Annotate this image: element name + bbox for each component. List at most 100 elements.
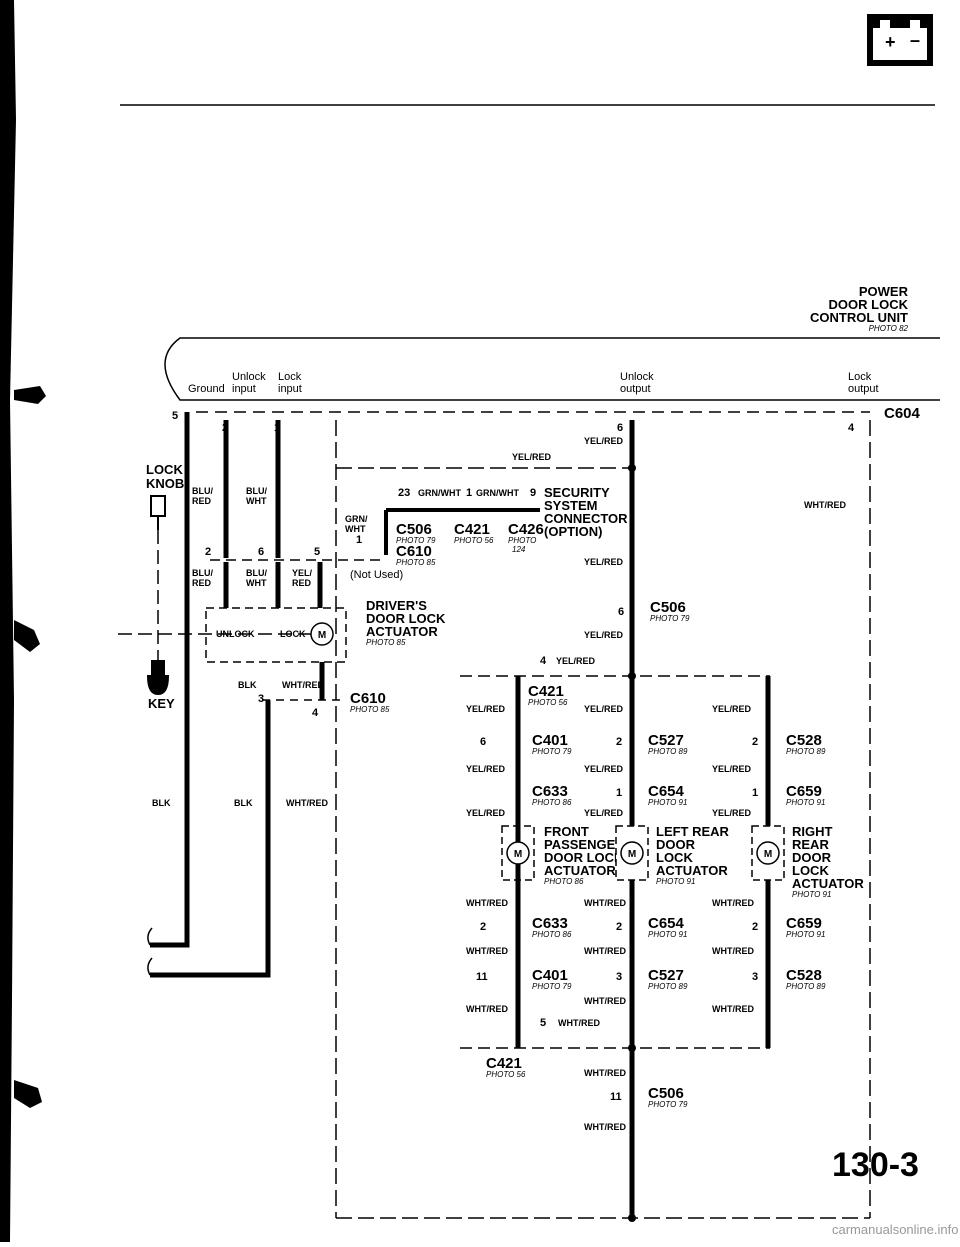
page-edge-notch bbox=[14, 1080, 42, 1108]
wire-color-label: WHT/RED bbox=[712, 898, 754, 908]
pin-number: 6 bbox=[617, 422, 623, 434]
splice-point bbox=[628, 464, 636, 472]
photo-ref: PHOTO 56 bbox=[528, 698, 568, 707]
pin-number: 4 bbox=[312, 707, 319, 719]
wire-color-label: WHT/RED bbox=[466, 946, 508, 956]
photo-ref: PHOTO 79 bbox=[396, 536, 436, 545]
control-unit-name: CONTROL UNIT bbox=[810, 310, 908, 325]
lock-knob-icon bbox=[150, 495, 166, 517]
control-unit-unlock-input-label: Unlock bbox=[232, 371, 266, 383]
photo-ref: PHOTO 91 bbox=[648, 930, 687, 939]
photo-ref: PHOTO 89 bbox=[786, 982, 826, 991]
wire-color-label: WHT/RED bbox=[712, 1004, 754, 1014]
page-edge-notch bbox=[14, 620, 40, 652]
connector-c421-label: C421 bbox=[454, 521, 490, 538]
connector-c654-label: C654 bbox=[648, 783, 685, 800]
pin-number: 2 bbox=[616, 736, 622, 748]
wire-color-label: YEL/RED bbox=[466, 704, 506, 714]
wire-color-label: GRN/ bbox=[345, 514, 368, 524]
control-unit-lock-output-label: output bbox=[848, 383, 879, 395]
pin-number: 3 bbox=[616, 971, 622, 983]
right-rear-actuator-label: ACTUATOR bbox=[792, 876, 864, 891]
photo-ref: PHOTO 91 bbox=[786, 930, 825, 939]
page-number: 130-3 bbox=[832, 1146, 919, 1184]
wire-color-label: GRN/WHT bbox=[418, 488, 461, 498]
connector-c527-label: C527 bbox=[648, 732, 684, 749]
wire-color-label: WHT/RED bbox=[584, 996, 626, 1006]
wire-color-label: YEL/RED bbox=[584, 704, 624, 714]
connector-c426-label: C426 bbox=[508, 521, 544, 538]
connector-c506-label: C506 bbox=[648, 1085, 684, 1102]
right-rear-actuator-label: LOCK bbox=[792, 863, 829, 878]
photo-ref: PHOTO 79 bbox=[532, 982, 572, 991]
connector-c528-label: C528 bbox=[786, 732, 822, 749]
wire-color-label: GRN/WHT bbox=[476, 488, 519, 498]
svg-text:–: – bbox=[910, 30, 920, 50]
wire-color-label: RED bbox=[192, 578, 212, 588]
pin-number: 3 bbox=[752, 971, 758, 983]
connector-c659-label: C659 bbox=[786, 783, 822, 800]
control-unit-unlock-output-label: Unlock bbox=[620, 371, 654, 383]
pin-number: 1 bbox=[752, 787, 758, 799]
splice-point bbox=[628, 672, 636, 680]
lock-knob-label: KNOB bbox=[146, 476, 184, 491]
connector-c527-label: C527 bbox=[648, 967, 684, 984]
left-rear-actuator-label: LOCK bbox=[656, 850, 693, 865]
connector-c659-label: C659 bbox=[786, 915, 822, 932]
control-unit-photo: PHOTO 82 bbox=[869, 324, 909, 333]
control-unit-lock-output-label: Lock bbox=[848, 371, 872, 383]
control-unit-unlock-output-label: output bbox=[620, 383, 651, 395]
pin-number: 6 bbox=[258, 546, 264, 558]
connector-c654-label: C654 bbox=[648, 915, 685, 932]
pin-number: 2 bbox=[480, 921, 486, 933]
page-edge-notch bbox=[14, 386, 46, 404]
ground-break-symbol bbox=[147, 927, 153, 946]
wire-color-label: BLK bbox=[238, 680, 257, 690]
wire-color-label: WHT bbox=[345, 524, 366, 534]
left-rear-actuator-label: DOOR bbox=[656, 837, 696, 852]
wire-color-label: WHT/RED bbox=[804, 500, 846, 510]
wire-color-label: BLU/ bbox=[246, 568, 267, 578]
front-pass-actuator-box bbox=[501, 825, 535, 881]
wire-color-label: BLK bbox=[152, 798, 171, 808]
security-label: SYSTEM bbox=[544, 498, 597, 513]
driver-actuator-label: DOOR LOCK bbox=[366, 611, 446, 626]
connector-c421-label: C421 bbox=[486, 1055, 522, 1072]
motor-symbol: M bbox=[318, 630, 326, 641]
photo-ref: PHOTO 85 bbox=[350, 705, 390, 714]
front-pass-actuator-label: FRONT bbox=[544, 824, 589, 839]
pin-number: 3 bbox=[258, 693, 264, 705]
left-rear-motor-icon bbox=[620, 841, 644, 865]
driver-actuator-label: ACTUATOR bbox=[366, 624, 438, 639]
photo-ref: PHOTO 56 bbox=[454, 536, 494, 545]
connector-c401-label: C401 bbox=[532, 967, 568, 984]
control-unit-unlock-input-label: input bbox=[232, 383, 256, 395]
unlock-switch-label: UNLOCK bbox=[216, 629, 255, 639]
wire-color-label: WHT bbox=[246, 496, 267, 506]
photo-ref: PHOTO 91 bbox=[656, 877, 695, 886]
wire-color-label: WHT/RED bbox=[286, 798, 328, 808]
photo-ref: PHOTO 91 bbox=[648, 798, 687, 807]
wire-color-label: YEL/ bbox=[292, 568, 313, 578]
photo-ref: PHOTO 91 bbox=[786, 798, 825, 807]
right-rear-motor-icon bbox=[756, 841, 780, 865]
lock-switch-label: LOCK bbox=[280, 629, 306, 639]
driver-actuator-motor-icon bbox=[310, 622, 334, 646]
wire-color-label: BLK bbox=[234, 798, 253, 808]
photo-ref: PHOTO 86 bbox=[544, 877, 584, 886]
photo-ref: 124 bbox=[512, 545, 526, 554]
control-unit-ground-label: Ground bbox=[188, 383, 225, 395]
wire-color-label: YEL/RED bbox=[584, 557, 624, 567]
right-rear-actuator-label: RIGHT bbox=[792, 824, 833, 839]
wire-color-label: YEL/RED bbox=[584, 808, 624, 818]
wire-color-label: RED bbox=[192, 496, 212, 506]
wire-color-label: YEL/RED bbox=[712, 704, 752, 714]
motor-symbol: M bbox=[764, 849, 772, 860]
connector-c604-label: C604 bbox=[884, 405, 921, 422]
svg-text:+: + bbox=[885, 32, 896, 52]
driver-actuator-label: DRIVER'S bbox=[366, 598, 427, 613]
control-unit-lock-input-label: Lock bbox=[278, 371, 302, 383]
wire-color-label: WHT/RED bbox=[584, 1068, 626, 1078]
